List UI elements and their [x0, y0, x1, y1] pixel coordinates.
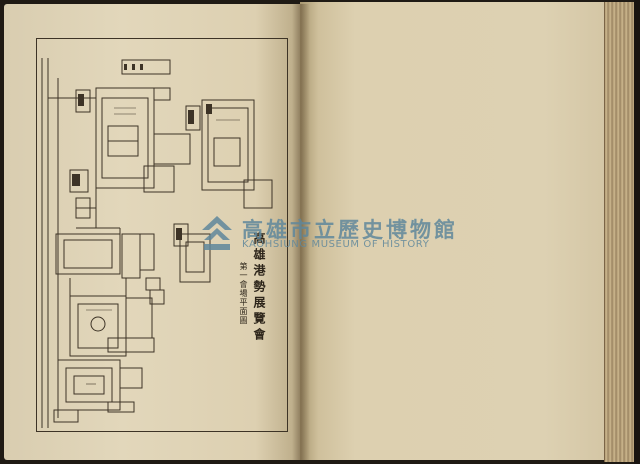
plan-title: 高雄港勢展覽會: [252, 232, 266, 344]
left-page: [4, 4, 300, 460]
edge-shadow: [634, 0, 640, 464]
floor-plan-drawing: [41, 58, 273, 428]
museum-logo-icon: [202, 216, 232, 250]
watermark-title-zh: 高雄市立歷史博物館: [242, 218, 458, 242]
museum-watermark: 高雄市立歷史博物館 KAOHSIUNG MUSEUM OF HISTORY: [196, 214, 456, 254]
plan-subtitle: 第一會場平面圖: [239, 262, 248, 325]
page-edges: [604, 2, 635, 462]
right-page: [300, 2, 606, 460]
plan-frame: [36, 38, 288, 432]
watermark-title-en: KAOHSIUNG MUSEUM OF HISTORY: [242, 239, 430, 250]
book-gutter: [292, 4, 310, 460]
